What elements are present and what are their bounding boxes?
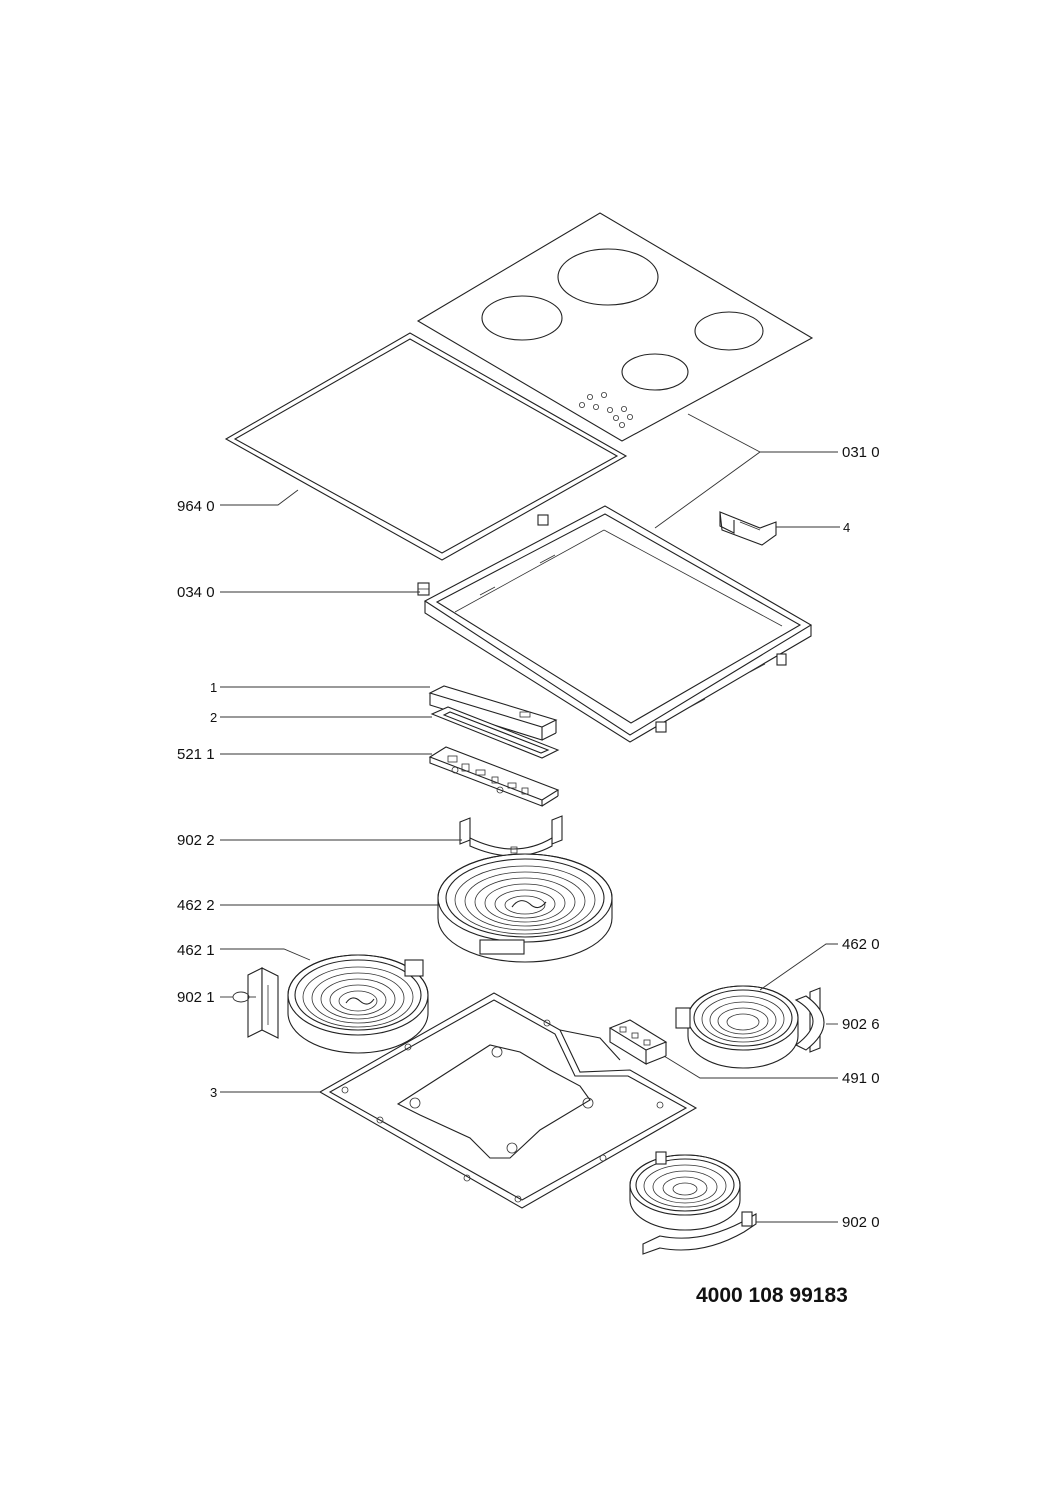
left-heating-element-part bbox=[287, 954, 429, 1054]
label-glass-top: 031 0 bbox=[842, 444, 880, 461]
document-number: 4000 108 99183 bbox=[696, 1284, 848, 1307]
label-terminal-block: 491 0 bbox=[842, 1070, 880, 1087]
label-housing-1: 1 bbox=[210, 680, 217, 695]
base-plate-part bbox=[318, 992, 698, 1209]
seal-frame-part bbox=[224, 332, 628, 561]
label-heating-element-left: 462 1 bbox=[177, 942, 215, 959]
label-bracket-right: 4 bbox=[843, 520, 850, 535]
label-seal: 964 0 bbox=[177, 498, 215, 515]
right-bracket-part bbox=[719, 511, 777, 546]
label-heating-element-large: 462 2 bbox=[177, 897, 215, 914]
label-heating-element-right: 462 0 bbox=[842, 936, 880, 953]
element-bracket-bottom-part bbox=[642, 1211, 757, 1255]
label-element-bracket-top: 902 2 bbox=[177, 832, 215, 849]
label-base-plate: 3 bbox=[210, 1085, 217, 1100]
element-bracket-top-part bbox=[459, 815, 563, 857]
large-heating-element-part bbox=[437, 853, 613, 963]
label-element-bracket-bottom: 902 0 bbox=[842, 1214, 880, 1231]
element-bracket-right-part bbox=[794, 987, 825, 1053]
right-heating-element-part bbox=[675, 985, 799, 1069]
bottom-heating-element-part bbox=[629, 1151, 741, 1231]
housing-part-2 bbox=[430, 706, 560, 759]
part-labels: 031 0 964 0 4 034 0 1 2 521 1 902 2 462 … bbox=[177, 444, 880, 1231]
label-element-bracket-right: 902 6 bbox=[842, 1016, 880, 1033]
element-bracket-left-part bbox=[247, 967, 279, 1039]
terminal-block-part bbox=[608, 1019, 668, 1065]
label-control-board: 521 1 bbox=[177, 746, 215, 763]
label-element-bracket-left: 902 1 bbox=[177, 989, 215, 1006]
clip-part bbox=[417, 582, 430, 596]
support-frame-part bbox=[423, 505, 813, 743]
glass-top-part bbox=[416, 212, 814, 442]
leader-lines bbox=[220, 413, 840, 1223]
label-clip: 034 0 bbox=[177, 584, 215, 601]
control-board-part bbox=[428, 746, 560, 807]
label-housing-2: 2 bbox=[210, 710, 217, 725]
